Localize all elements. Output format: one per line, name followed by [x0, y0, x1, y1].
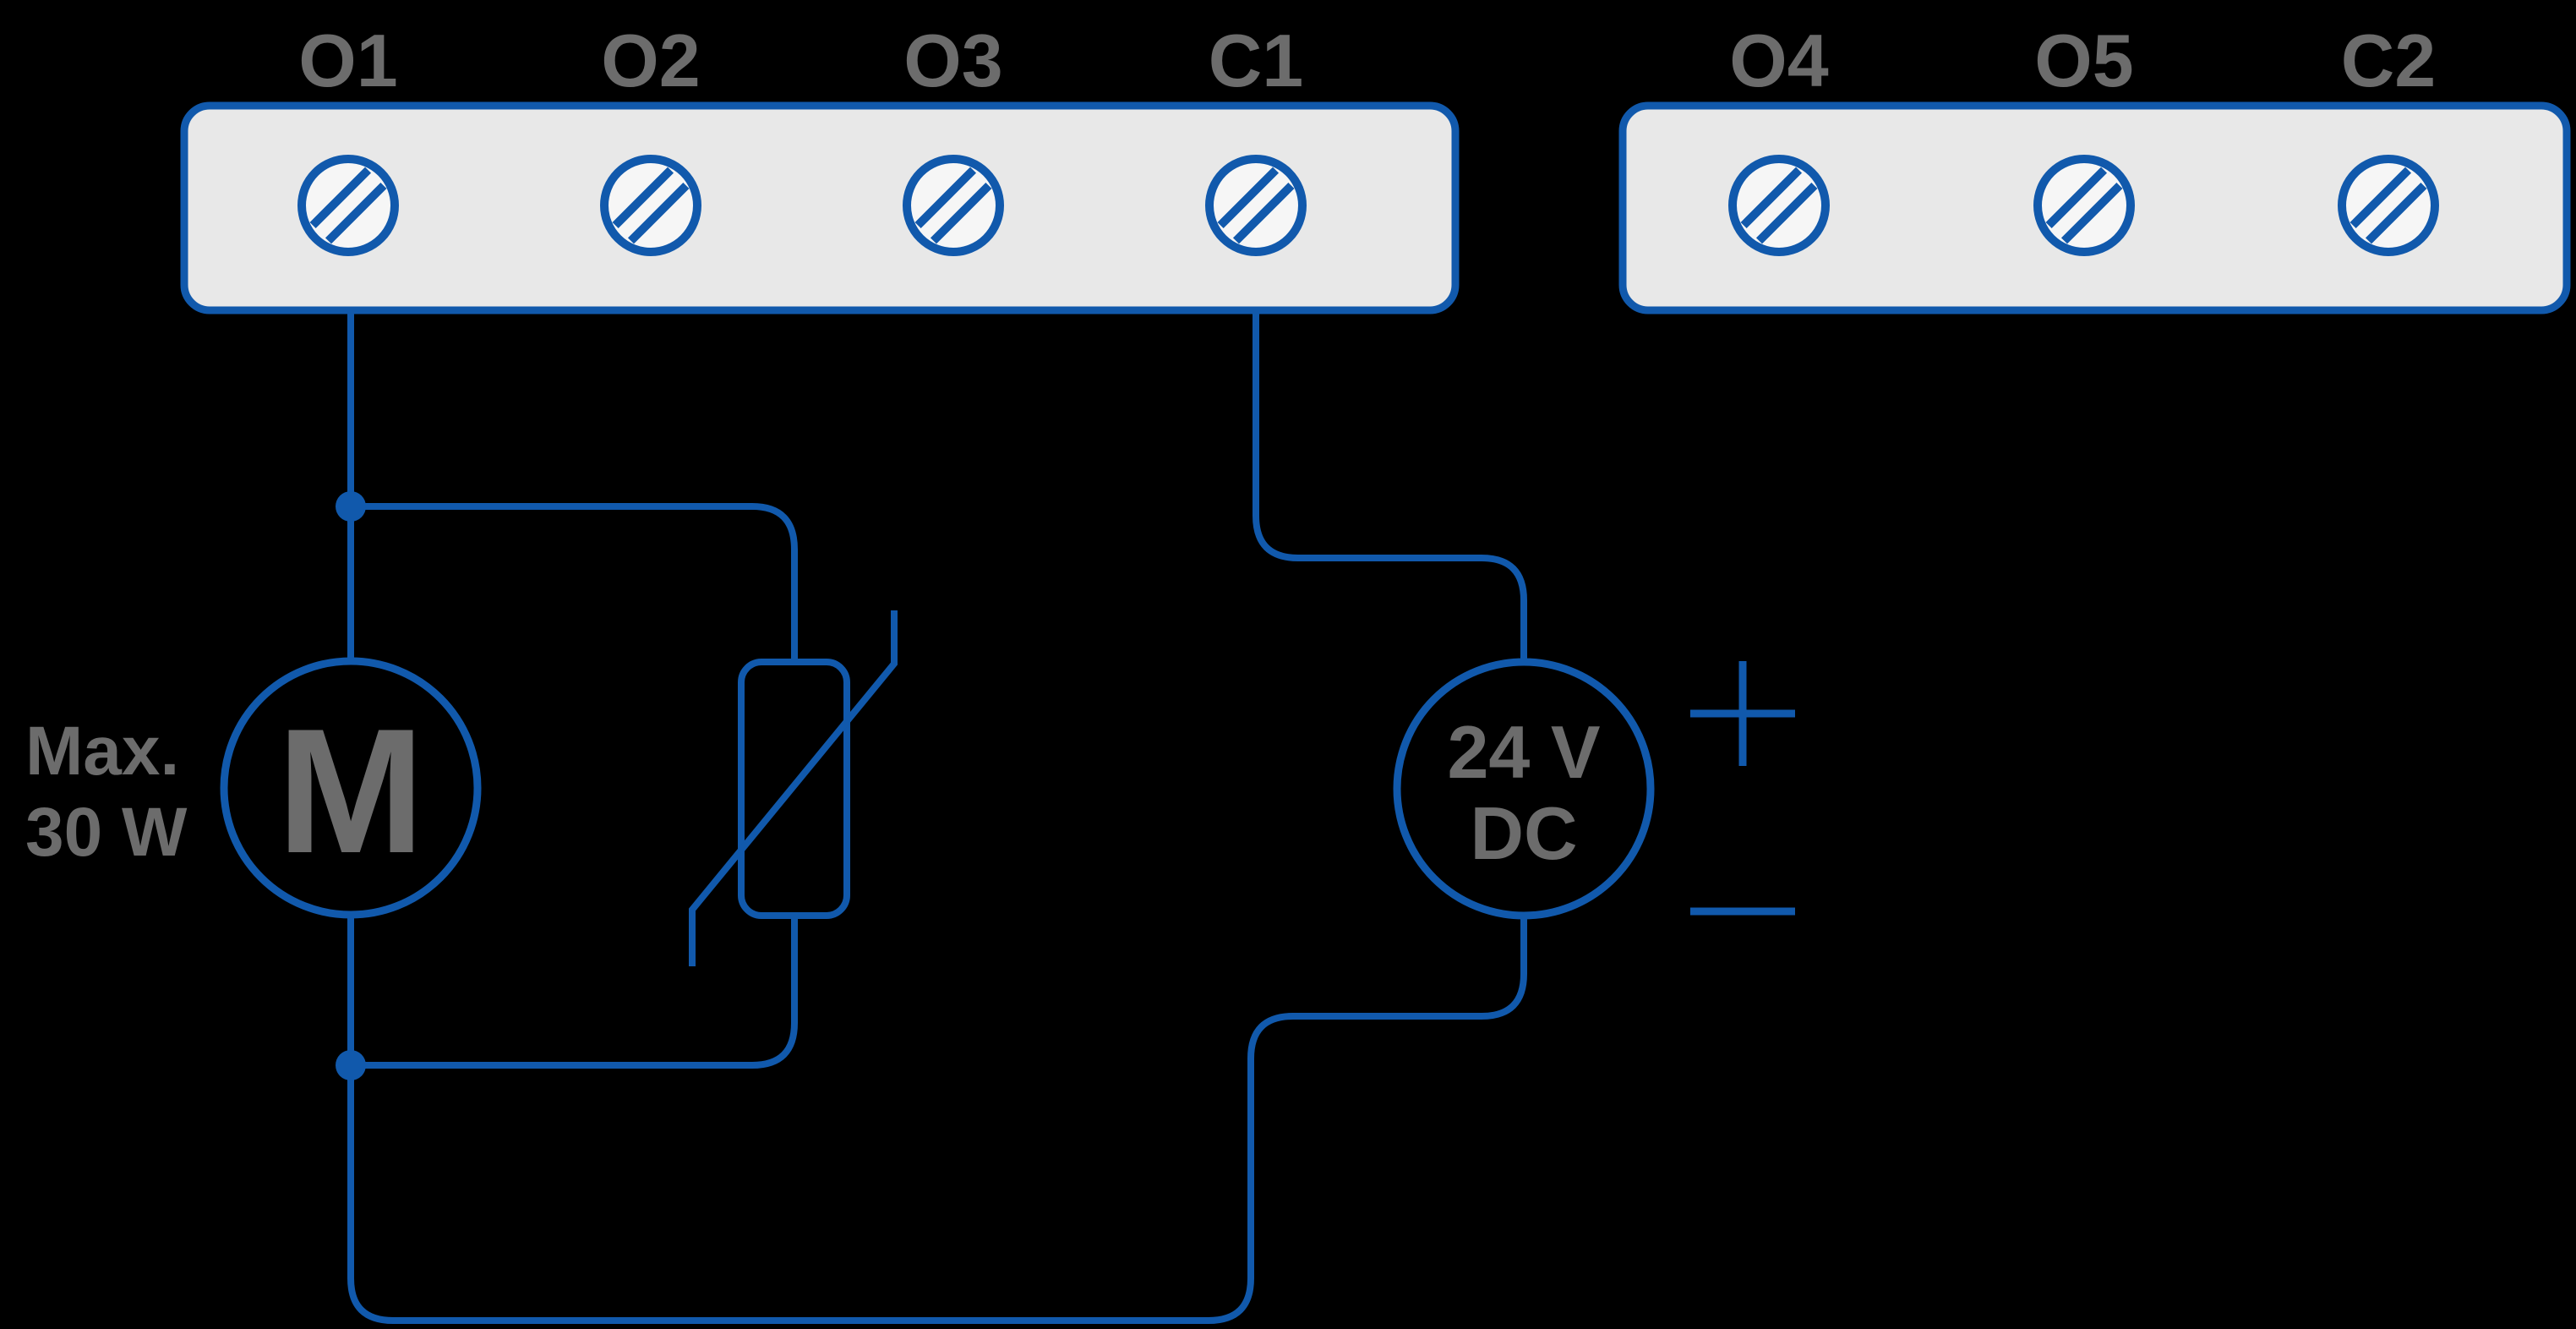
terminal-o5: O5	[2034, 19, 2133, 252]
terminal-label: O1	[298, 19, 397, 102]
power-supply-circle-icon	[1393, 658, 1655, 920]
right-terminal-strip: O4 O5 C2	[1618, 19, 2571, 314]
motor-rating-line1: Max.	[25, 713, 179, 790]
wire-c1-to-supply	[1253, 310, 1527, 662]
varistor-diagonal	[689, 610, 898, 966]
left-terminal-strip: O1 O2 O3 C1	[180, 19, 1460, 314]
screw-terminal-icon	[907, 159, 1000, 252]
motor: M	[220, 657, 482, 919]
screw-terminal-icon	[302, 159, 395, 252]
motor-rating-line2: 30 W	[25, 794, 188, 871]
plus-icon	[1690, 661, 1795, 766]
terminal-label: O4	[1729, 19, 1828, 102]
junction-dot-top	[336, 491, 366, 522]
terminal-c2: C2	[2341, 19, 2437, 252]
terminal-o3: O3	[903, 19, 1002, 252]
terminal-o2: O2	[601, 19, 700, 252]
screw-terminal-icon	[1209, 159, 1302, 252]
varistor	[689, 610, 898, 966]
terminal-label: O3	[903, 19, 1002, 102]
power-supply: 24 V DC	[1393, 658, 1655, 920]
wire-motor-return-to-supply	[347, 915, 1527, 1324]
terminal-strip-body	[180, 101, 1460, 314]
terminal-c1: C1	[1209, 19, 1304, 252]
terminal-label: O5	[2034, 19, 2133, 102]
wire-branch-to-varistor	[351, 503, 798, 662]
screw-terminal-icon	[604, 159, 697, 252]
power-supply-current-type: DC	[1470, 791, 1577, 875]
terminal-o4: O4	[1729, 19, 1828, 252]
terminal-label: O2	[601, 19, 700, 102]
terminal-label: C1	[1209, 19, 1304, 102]
junction-dot-bottom	[336, 1050, 366, 1080]
screw-terminal-icon	[2038, 159, 2131, 252]
screw-terminal-icon	[2342, 159, 2435, 252]
terminal-label: C2	[2341, 19, 2437, 102]
motor-symbol: M	[277, 692, 425, 890]
wiring	[336, 310, 1527, 1324]
terminal-o1: O1	[298, 19, 397, 252]
power-supply-voltage: 24 V	[1447, 710, 1600, 794]
motor-circle-icon	[220, 657, 482, 919]
varistor-body	[738, 659, 850, 919]
wire-varistor-to-junction	[351, 916, 798, 1069]
motor-rating: Max. 30 W	[25, 713, 188, 871]
screw-terminal-icon	[1733, 159, 1826, 252]
